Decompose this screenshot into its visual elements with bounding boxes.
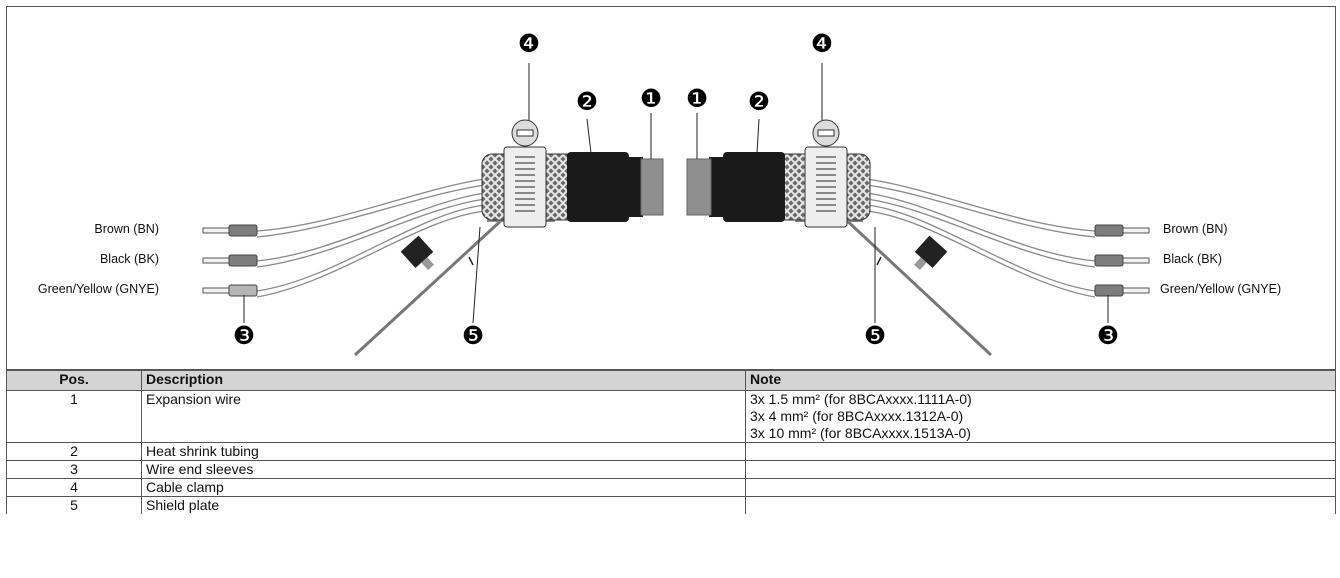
left-heat-shrink	[567, 152, 629, 222]
right-wire-label-black: Black (BK)	[1163, 252, 1223, 266]
callout-2-left: ❷	[576, 87, 598, 116]
right-shield-plate	[795, 214, 993, 357]
right-wire-label-brown: Brown (BN)	[1163, 222, 1228, 236]
left-cable	[640, 158, 664, 216]
row-pos: 4	[6, 478, 142, 497]
row-note	[745, 478, 1336, 497]
callout-1-left: ❶	[640, 84, 662, 113]
callout-3-left: ❸	[233, 321, 255, 350]
row-pos: 1	[6, 390, 142, 443]
header-pos: Pos.	[6, 370, 142, 391]
callout-5-left: ❺	[462, 321, 484, 350]
callout-4-left: ❹	[518, 29, 540, 58]
cable-assembly-figure: ❹ ❷ ❶ ❶ ❷ ❹ ❸ ❺ ❺ ❸ Brown (BN) Black (BK…	[6, 6, 1336, 370]
left-wire-label-brown: Brown (BN)	[94, 222, 159, 236]
right-heat-shrink	[723, 152, 785, 222]
table-row: 4 Cable clamp	[6, 478, 1336, 497]
table-row: 1 Expansion wire 3x 1.5 mm² (for 8BCAxxx…	[6, 390, 1336, 443]
parts-table: Pos. Description Note 1 Expansion wire 3…	[6, 370, 1336, 514]
left-cable-assembly	[202, 63, 664, 357]
callout-5-right: ❺	[864, 321, 886, 350]
cable-assembly-drawing: ❹ ❷ ❶ ❶ ❷ ❹ ❸ ❺ ❺ ❸	[202, 29, 1150, 357]
row-note: 3x 1.5 mm² (for 8BCAxxxx.1111A-0) 3x 4 m…	[745, 390, 1336, 443]
row-pos: 5	[6, 496, 142, 514]
note-line: 3x 1.5 mm² (for 8BCAxxxx.1111A-0)	[750, 391, 972, 407]
right-wire-end-sleeves	[1094, 224, 1150, 297]
callout-2-right: ❷	[748, 87, 770, 116]
row-description: Expansion wire	[141, 390, 746, 443]
table-row: 5 Shield plate	[6, 496, 1336, 514]
callout-1-right: ❶	[686, 84, 708, 113]
left-cable-clamp	[503, 119, 547, 228]
left-wire-end-sleeves	[202, 224, 258, 297]
left-wire-label-green-yellow: Green/Yellow (GNYE)	[37, 282, 159, 296]
right-wire-label-green-yellow: Green/Yellow (GNYE)	[1160, 282, 1282, 296]
table-row: 2 Heat shrink tubing	[6, 442, 1336, 461]
left-shield-plate	[353, 214, 555, 357]
row-note	[745, 460, 1336, 479]
row-note	[745, 442, 1336, 461]
row-description: Shield plate	[141, 496, 746, 514]
header-note: Note	[745, 370, 1336, 391]
callout-3-right: ❸	[1097, 321, 1119, 350]
row-note	[745, 496, 1336, 514]
left-wire-label-black: Black (BK)	[99, 252, 159, 266]
note-line: 3x 10 mm² (for 8BCAxxxx.1513A-0)	[750, 425, 971, 441]
note-line: 3x 4 mm² (for 8BCAxxxx.1312A-0)	[750, 408, 964, 424]
row-pos: 3	[6, 460, 142, 479]
right-cable-assembly	[686, 63, 1150, 357]
row-description: Wire end sleeves	[141, 460, 746, 479]
right-cable-clamp	[804, 119, 848, 228]
row-description: Cable clamp	[141, 478, 746, 497]
row-pos: 2	[6, 442, 142, 461]
row-description: Heat shrink tubing	[141, 442, 746, 461]
callout-4-right: ❹	[811, 29, 833, 58]
table-row: 3 Wire end sleeves	[6, 460, 1336, 479]
header-description: Description	[141, 370, 746, 391]
right-cable	[686, 158, 712, 216]
table-header-row: Pos. Description Note	[6, 370, 1336, 391]
